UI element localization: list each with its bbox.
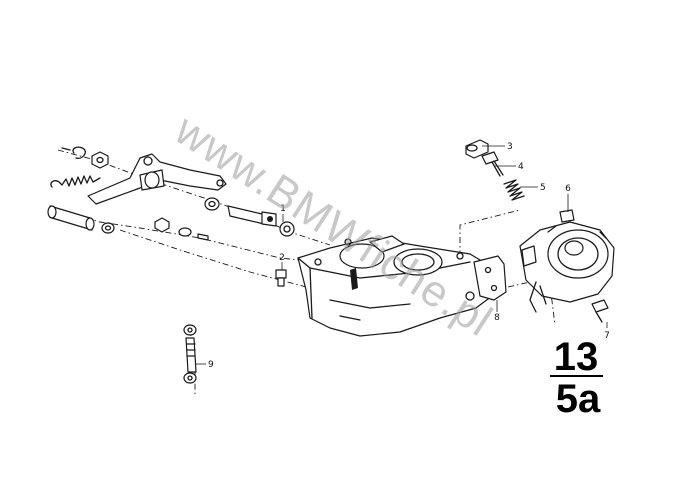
throttle-shaft xyxy=(227,205,277,227)
screw-part-7 xyxy=(591,299,609,323)
spring-part-5 xyxy=(503,179,525,201)
callout-9: 9 xyxy=(208,360,214,370)
callout-labels: 1 2 3 4 5 6 7 8 9 xyxy=(208,142,610,370)
sleeve-part xyxy=(47,205,95,231)
carburetor-body xyxy=(297,235,493,337)
star-washer xyxy=(279,221,295,237)
cap-part-3 xyxy=(465,139,489,159)
callout-1: 1 xyxy=(280,204,286,214)
callout-6: 6 xyxy=(565,184,571,194)
screw-part-2 xyxy=(275,269,287,287)
callout-leaders xyxy=(196,145,608,365)
group-main-number: 13 xyxy=(554,335,599,379)
callout-2: 2 xyxy=(279,253,285,263)
callout-7: 7 xyxy=(604,331,610,341)
choke-housing xyxy=(519,209,615,313)
washer-left xyxy=(101,222,115,234)
callout-5: 5 xyxy=(540,183,546,193)
clip-part xyxy=(61,146,86,159)
connecting-rod xyxy=(183,324,197,384)
adjusting-screw-part-4 xyxy=(481,151,504,177)
group-number: 13 5a xyxy=(550,335,603,421)
callout-4: 4 xyxy=(518,162,524,172)
washer-mid xyxy=(204,197,220,211)
nut-part-top xyxy=(91,151,109,169)
return-spring xyxy=(50,175,101,188)
group-sub-number: 5a xyxy=(556,377,601,421)
mounting-bracket xyxy=(473,255,507,301)
callout-3: 3 xyxy=(507,142,513,152)
throttle-lever xyxy=(87,153,227,205)
nut-part-mid xyxy=(154,217,209,241)
callout-8: 8 xyxy=(494,313,500,323)
